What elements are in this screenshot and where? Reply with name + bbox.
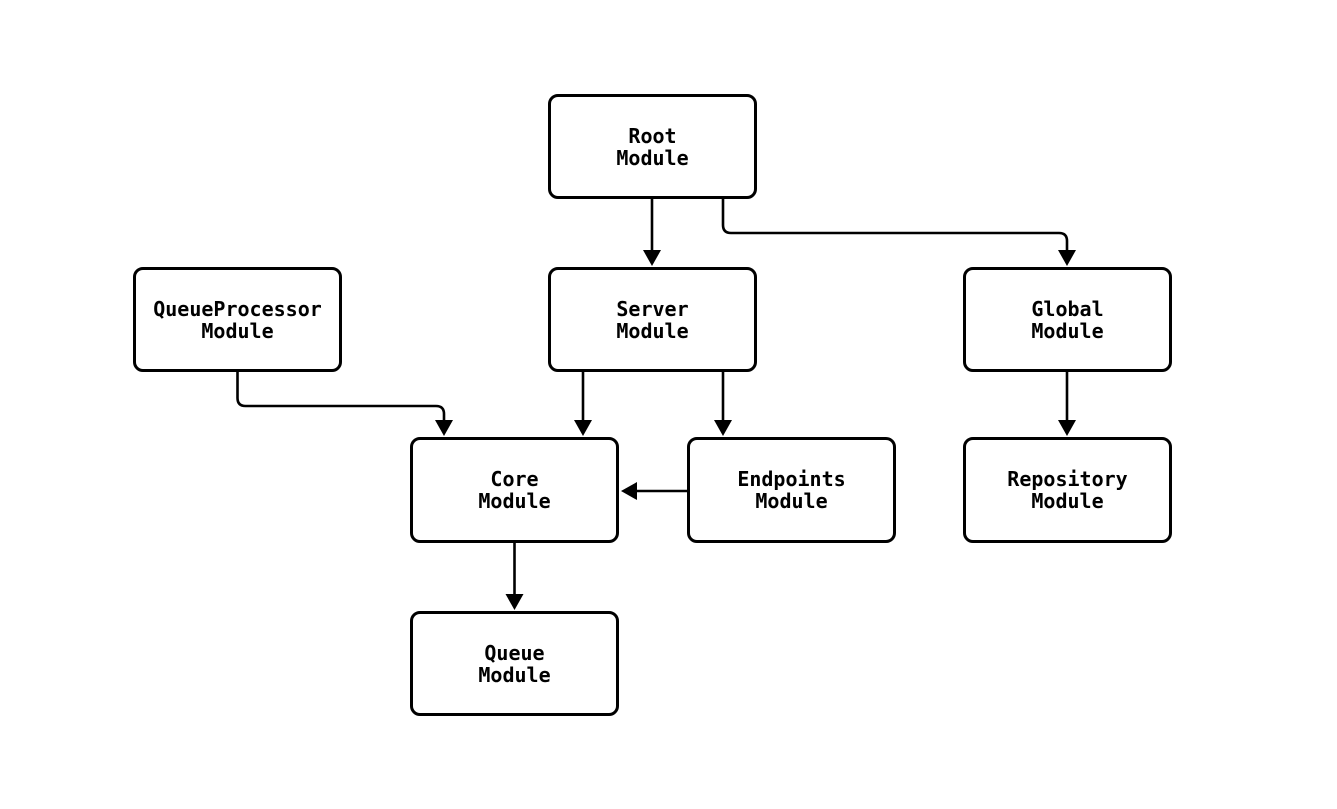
node-repository-module: Repository Module	[963, 437, 1172, 543]
node-queueprocessor-module: QueueProcessor Module	[133, 267, 342, 372]
node-core-module: Core Module	[410, 437, 619, 543]
node-endpoints-module: Endpoints Module	[687, 437, 896, 543]
node-core-module-label: Core Module	[478, 467, 551, 513]
node-queueprocessor-module-label: QueueProcessor Module	[153, 296, 322, 343]
node-global-module-label: Global Module	[1031, 296, 1104, 343]
edge-root-to-global	[721, 199, 1076, 266]
node-queue-module: Queue Module	[410, 611, 619, 716]
node-root-module: Root Module	[548, 94, 757, 199]
node-global-module: Global Module	[963, 267, 1172, 372]
edge-queueprocessor-to-core	[236, 372, 453, 436]
node-repository-module-label: Repository Module	[1007, 467, 1128, 513]
node-server-module-label: Server Module	[616, 296, 689, 343]
node-server-module: Server Module	[548, 267, 757, 372]
node-root-module-label: Root Module	[616, 123, 689, 170]
node-queue-module-label: Queue Module	[478, 640, 551, 687]
node-endpoints-module-label: Endpoints Module	[737, 467, 846, 513]
